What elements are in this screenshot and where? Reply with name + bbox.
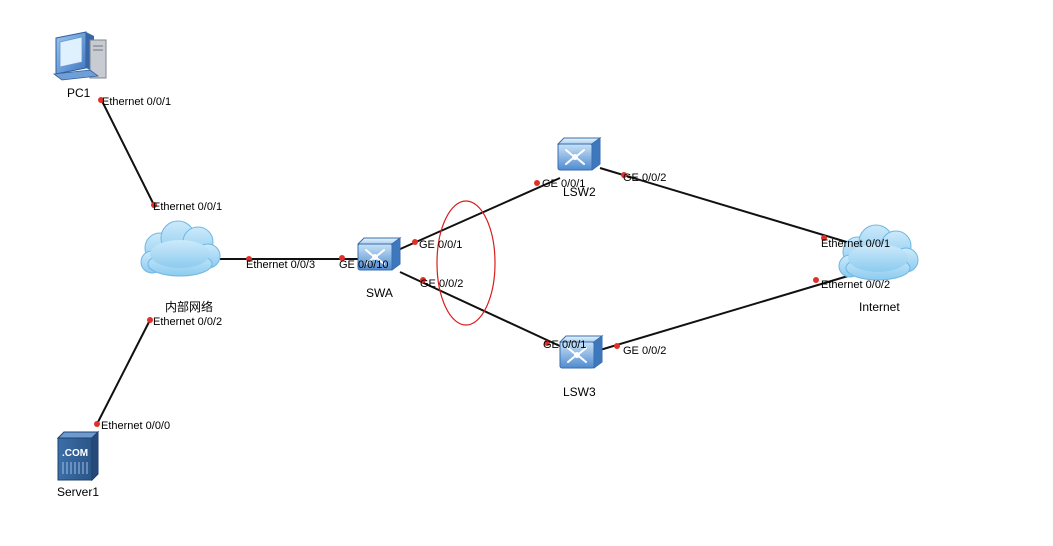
pc-icon — [52, 31, 107, 81]
link-swa-lsw2[interactable] — [397, 177, 561, 251]
server-badge: .COM — [62, 448, 88, 459]
port-label-net-eth002: Ethernet 0/0/2 — [153, 316, 222, 328]
lsw3-label: LSW3 — [563, 385, 596, 399]
port-label-pc1-eth001: Ethernet 0/0/1 — [102, 96, 171, 108]
server-icon: .COM — [56, 430, 100, 482]
internal-network-cloud[interactable] — [140, 220, 221, 277]
port-label-inet-eth002: Ethernet 0/0/2 — [821, 279, 890, 291]
port-dot — [420, 277, 426, 283]
port-label-lsw3-ge001: GE 0/0/1 — [543, 339, 586, 351]
port-dot — [94, 421, 100, 427]
internet-label: Internet — [859, 300, 900, 314]
port-label-lsw3-ge002: GE 0/0/2 — [623, 345, 666, 357]
swa-label: SWA — [366, 286, 393, 300]
switch-icon — [557, 137, 601, 171]
port-dot — [147, 317, 153, 323]
server1-device[interactable]: .COM — [56, 430, 100, 482]
port-dot — [544, 340, 550, 346]
cloud-icon — [140, 220, 221, 277]
port-dot — [813, 277, 819, 283]
pc1-device[interactable] — [52, 31, 107, 81]
port-dot — [621, 172, 627, 178]
port-dot — [246, 256, 252, 262]
internal-network-label: 内部网络 — [165, 299, 213, 314]
port-dots — [94, 97, 827, 427]
port-label-net-eth001: Ethernet 0/0/1 — [153, 201, 222, 213]
links — [96, 98, 851, 425]
cloud-icon — [838, 224, 919, 281]
redundant-links-highlight — [436, 200, 496, 326]
port-label-swa-ge002: GE 0/0/2 — [420, 278, 463, 290]
port-label-lsw2-ge001: GE 0/0/1 — [542, 178, 585, 190]
port-label-swa-ge001: GE 0/0/1 — [419, 239, 462, 251]
link-swa-lsw3[interactable] — [399, 271, 563, 348]
internet-cloud[interactable] — [838, 224, 919, 281]
lsw2-switch[interactable] — [557, 137, 601, 171]
port-dot — [339, 255, 345, 261]
port-dot — [98, 97, 104, 103]
link-lsw2-internet[interactable] — [599, 167, 851, 244]
port-label-lsw2-ge002: GE 0/0/2 — [623, 172, 666, 184]
link-lsw3-internet[interactable] — [599, 275, 849, 351]
server1-label: Server1 — [57, 485, 99, 499]
port-dot — [412, 239, 418, 245]
port-label-swa-ge0010: GE 0/0/10 — [339, 259, 389, 271]
port-labels: Ethernet 0/0/1 Ethernet 0/0/1 Ethernet 0… — [101, 96, 890, 432]
port-label-server-eth000: Ethernet 0/0/0 — [101, 420, 170, 432]
port-dot — [614, 343, 620, 349]
port-label-net-eth003: Ethernet 0/0/3 — [246, 259, 315, 271]
port-dot — [151, 202, 157, 208]
link-pc1-internal[interactable] — [100, 98, 155, 206]
port-dot — [534, 180, 540, 186]
lsw2-label: LSW2 — [563, 185, 596, 199]
pc1-label: PC1 — [67, 86, 91, 100]
port-label-inet-eth001: Ethernet 0/0/1 — [821, 238, 890, 250]
link-server1-internal[interactable] — [96, 319, 151, 425]
port-dot — [821, 235, 827, 241]
